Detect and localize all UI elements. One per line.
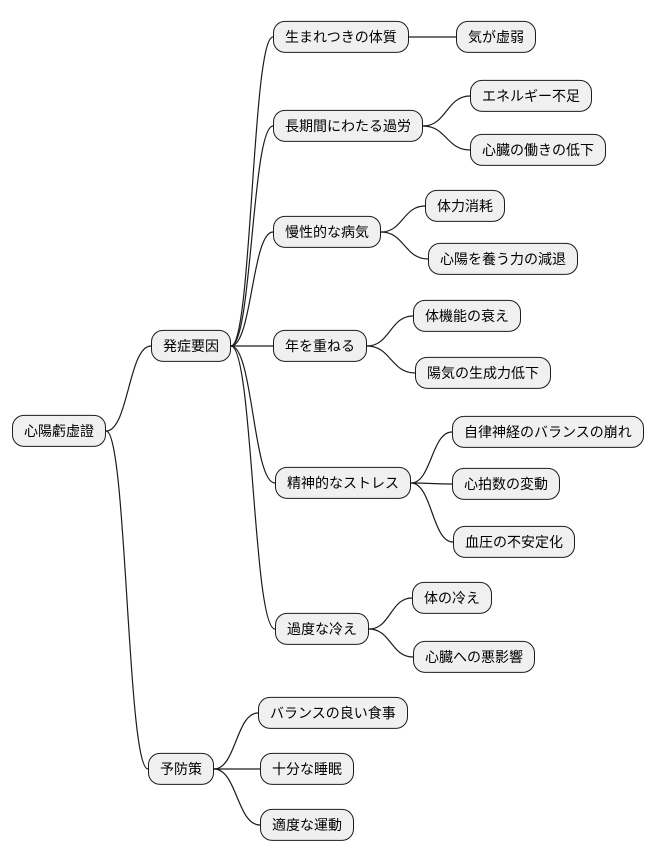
mindmap-edge: [368, 628, 414, 658]
mindmap-edge: [410, 482, 453, 485]
mindmap-node: 体力消耗: [425, 189, 505, 223]
mindmap-node: 適度な運動: [260, 808, 354, 842]
mindmap-node: 体の冷え: [412, 581, 492, 615]
mindmap-edge: [422, 125, 471, 151]
mindmap-edge: [105, 430, 149, 770]
mindmap-node: 過度な冷え: [275, 612, 369, 646]
mindmap-edge: [230, 36, 274, 347]
mindmap-node: 長期間にわたる過労: [273, 109, 423, 143]
mindmap-node: バランスの良い食事: [258, 696, 408, 730]
mindmap-node: 十分な睡眠: [260, 752, 354, 786]
mindmap-edge: [366, 315, 414, 347]
mindmap-node-root: 心陽虧虚證: [12, 414, 106, 448]
mindmap-edge: [368, 597, 413, 630]
mindmap-node: 発症要因: [151, 329, 231, 363]
mindmap-node: 年を重ねる: [273, 329, 367, 363]
mindmap-edge: [410, 431, 453, 484]
mindmap-edge: [380, 231, 429, 260]
mindmap-node: 心臓への悪影響: [413, 640, 535, 674]
mindmap-edge: [230, 125, 274, 347]
mindmap-edge: [230, 345, 276, 484]
mindmap-node: 自律神経のバランスの崩れ: [452, 415, 644, 449]
mindmap-node: 体機能の衰え: [413, 299, 521, 333]
mindmap-edge: [213, 712, 259, 770]
mindmap-node: 心陽を養う力の減退: [428, 242, 578, 276]
mindmap-node: 予防策: [148, 752, 214, 786]
mindmap-edge: [230, 345, 276, 630]
mindmap-edge: [230, 231, 274, 347]
mindmap-node: 心臓の働きの低下: [470, 133, 606, 167]
mindmap-edge: [380, 205, 426, 233]
mindmap-node: エネルギー不足: [470, 79, 592, 113]
mindmap-edge: [422, 95, 471, 127]
mindmap-edge: [213, 768, 261, 826]
mindmap-node: 生まれつきの体質: [273, 20, 409, 54]
mindmap-node: 血圧の不安定化: [453, 525, 575, 559]
mindmap-node: 気が虚弱: [456, 20, 536, 54]
mindmap-edge: [410, 482, 454, 543]
mindmap-edge: [366, 345, 416, 374]
mindmap-node: 陽気の生成力低下: [415, 356, 551, 390]
mindmap-node: 精神的なストレス: [275, 466, 411, 500]
mindmap-node: 慢性的な病気: [273, 215, 381, 249]
mindmap-node: 心拍数の変動: [452, 467, 560, 501]
mindmap-edge: [105, 345, 152, 432]
